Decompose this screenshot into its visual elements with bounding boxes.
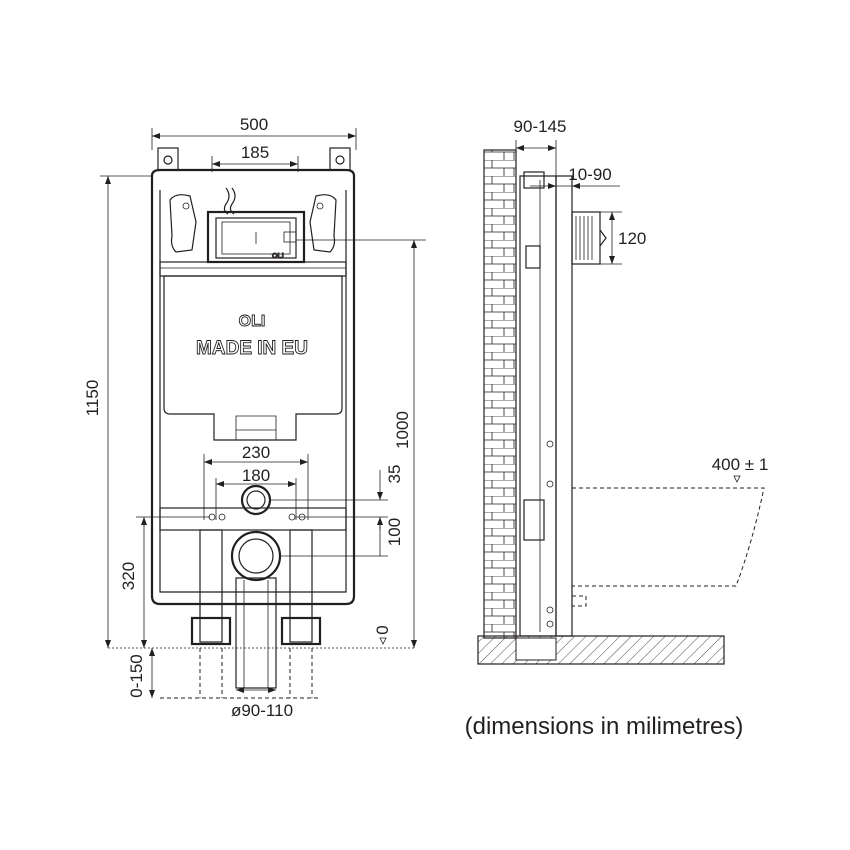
- width-total-label: 500: [240, 115, 268, 134]
- bowl-length-label: 400 ± 1: [712, 455, 769, 474]
- front-view: OLI OLI MADE IN EU: [83, 115, 426, 720]
- cistern: [159, 194, 347, 441]
- dimension-drain-height: [136, 516, 210, 648]
- flush-offset-label: 35: [385, 465, 404, 484]
- frame-outline: [150, 147, 356, 606]
- drain-height-label: 320: [119, 562, 138, 590]
- drain-offset-label: 100: [385, 518, 404, 546]
- floor-level-label: 0: [373, 625, 392, 634]
- dimension-floor-depth: [149, 648, 155, 698]
- frame-profile: [519, 171, 573, 637]
- flush-pipe: [240, 484, 272, 516]
- dimension-wall-depth: [515, 140, 557, 176]
- dimension-width: [151, 128, 357, 150]
- dimension-button-height: [296, 239, 426, 648]
- dimension-fixing: [211, 156, 299, 172]
- height-total-label: 1150: [83, 380, 102, 417]
- spacing-inner-label: 180: [242, 466, 270, 485]
- wall-depth-label: 90-145: [514, 117, 567, 136]
- made-in-eu-label: MADE IN EU: [196, 338, 308, 359]
- drain-diameter-label: ø90-110: [231, 701, 293, 720]
- side-view: 90-145 10-90 120 400 ± 1: [477, 117, 769, 665]
- button-depth-label: 10-90: [568, 165, 611, 184]
- button-height-side-label: 120: [618, 229, 646, 248]
- brand-logo: OLI: [239, 313, 266, 330]
- dimension-drain-diameter: [236, 687, 276, 693]
- bowl-length-marker: [733, 475, 741, 483]
- floor-depth-label: 0-150: [127, 654, 146, 697]
- units-caption: (dimensions in milimetres): [465, 713, 744, 740]
- button-box: [571, 211, 607, 265]
- brick-wall: [483, 149, 517, 639]
- lower-assembly: [159, 484, 347, 689]
- dimension-height: [100, 175, 152, 648]
- control-box: [206, 187, 306, 264]
- spacing-outer-label: 230: [242, 443, 270, 462]
- dimension-button-height-side: [600, 211, 622, 265]
- width-fixing-label: 185: [241, 143, 269, 162]
- dimension-spacing-outer: [203, 454, 309, 520]
- floor-level-marker: [379, 637, 387, 645]
- small-logo: OLI: [272, 253, 284, 260]
- dimension-drain-offset: [280, 517, 388, 557]
- dimension-button-depth: [530, 176, 620, 196]
- dimension-spacing-inner: [215, 478, 297, 520]
- button-height-label: 1000: [393, 411, 412, 449]
- wc-bowl-outline: [571, 487, 765, 587]
- dimension-flush-offset: [270, 470, 388, 530]
- floor-slab: [477, 635, 725, 665]
